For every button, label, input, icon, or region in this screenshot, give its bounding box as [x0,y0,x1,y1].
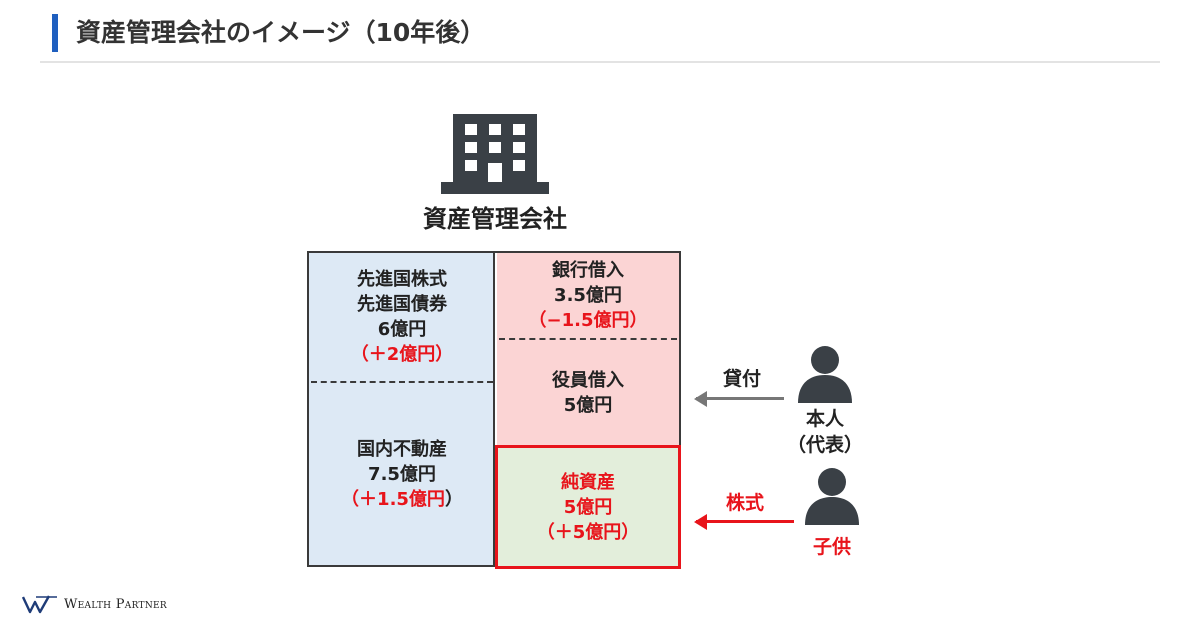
principal-name: 本人 [805,408,844,430]
equity-change: （＋5億円） [536,521,640,543]
asset-foreign-line1: 先進国株式 [357,269,447,290]
net-assets: 純資産 5億円 （＋5億円） [495,445,681,569]
asset-domestic-change: （＋1.5億円） [341,487,463,512]
loan-arrow-label: 貸付 [722,368,761,390]
liability-bank-amount: 3.5億円 [554,284,622,306]
asset-domestic-change-open: （ [341,488,360,510]
asset-domestic-change-close: ） [444,488,463,510]
child-label: 子供 [812,536,851,558]
asset-foreign-line2: 先進国債券 [357,294,447,315]
liability-officer-line1: 役員借入 [552,369,624,391]
liabilities-divider [499,338,677,340]
loan-arrow [696,397,784,400]
brand-logo: Wealth Partner [22,594,167,614]
liabilities-area [497,253,679,445]
liability-bank-change: （−1.5億円） [528,309,648,331]
title-divider [40,61,1160,63]
liability-bank-loan: 銀行借入 3.5億円 （−1.5億円） [497,253,679,337]
balance-sheet: 先進国株式 先進国債券 6億円 （＋2億円） 国内不動産 7.5億円 （＋1.5… [307,251,681,569]
assets-column [309,253,495,565]
liability-officer-loan: 役員借入 5億円 [497,340,679,445]
building-icon [441,114,549,194]
asset-domestic-line1: 国内不動産 [356,438,447,460]
shares-arrow [696,520,794,523]
page-title: 資産管理会社のイメージ（10年後） [76,18,486,47]
asset-foreign-change: （＋2億円） [350,344,454,365]
title-accent-bar [52,14,58,52]
asset-foreign-securities: 先進国株式 先進国債券 6億円 （＋2億円） [309,253,495,381]
wp-logo-icon [22,595,57,614]
asset-domestic-real-estate: 国内不動産 7.5億円 （＋1.5億円） [309,383,495,565]
child-person-icon [805,468,859,525]
assets-divider [311,381,493,383]
shares-arrow-label: 株式 [725,492,764,514]
principal-person-icon [798,346,852,403]
principal-role: （代表） [786,434,863,456]
asset-domestic-amount: 7.5億円 [368,463,436,485]
asset-foreign-amount: 6億円 [377,319,427,340]
equity-amount: 5億円 [563,496,613,518]
brand-name: Wealth Partner [64,596,167,612]
asset-domestic-change-value: ＋1.5億円 [359,488,445,510]
principal-label: 本人 （代表） [780,406,870,458]
company-name: 資産管理会社 [423,205,567,233]
liability-officer-amount: 5億円 [563,394,613,416]
equity-line1: 純資産 [561,471,615,493]
liability-bank-line1: 銀行借入 [552,259,624,281]
